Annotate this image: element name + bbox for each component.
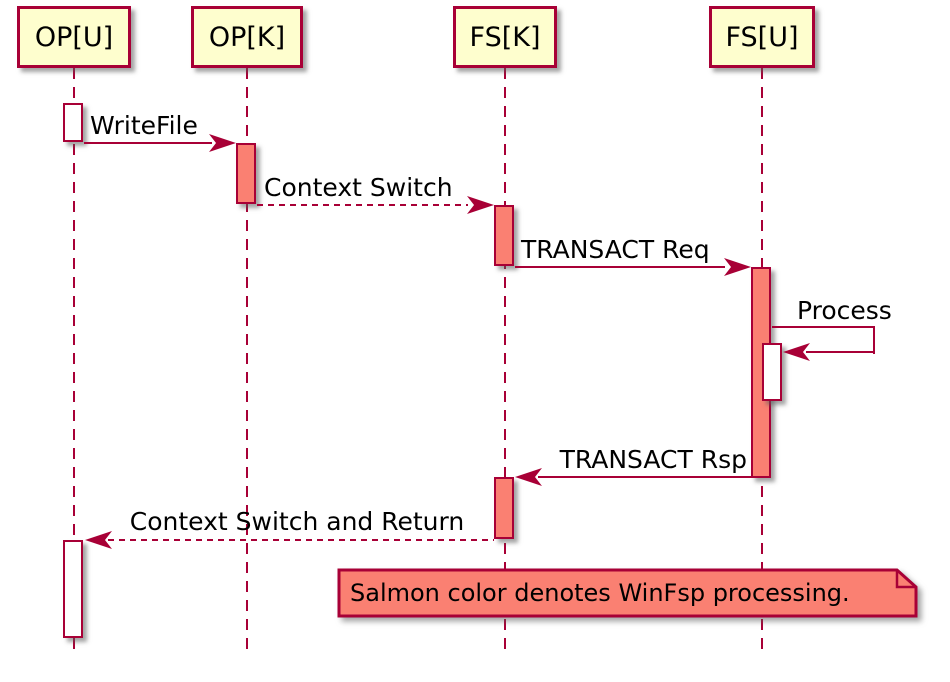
participant-op-k: OP[K] [191, 6, 303, 68]
message-process-line-top [772, 326, 875, 329]
participant-fs-k-label: FS[K] [469, 21, 541, 53]
message-context-switch-line [257, 204, 468, 207]
note-background-shape [337, 568, 918, 618]
message-process-line-side [873, 326, 876, 354]
participant-fs-u: FS[U] [709, 6, 815, 68]
message-writefile-label: WriteFile [90, 111, 198, 140]
participant-fs-k: FS[K] [453, 6, 557, 68]
note-text: Salmon color denotes WinFsp processing. [350, 579, 850, 607]
message-transact-rsp-label: TRANSACT Rsp [559, 445, 747, 474]
participant-op-k-label: OP[K] [208, 21, 286, 53]
message-context-switch-label: Context Switch [264, 173, 453, 202]
message-transact-req-label: TRANSACT Req [521, 235, 710, 264]
lifeline-fs-k [504, 68, 506, 652]
arrowhead-right-icon [209, 134, 236, 152]
arrowhead-right-icon [724, 258, 751, 276]
message-context-switch-return-line [108, 539, 494, 542]
message-process-label: Process [797, 296, 892, 325]
message-writefile-line [84, 142, 212, 145]
activation-op-u-1 [63, 103, 83, 142]
message-transact-rsp-line [538, 476, 751, 479]
message-context-switch-return-label: Context Switch and Return [129, 507, 465, 536]
activation-fs-k-2 [494, 477, 514, 539]
participant-fs-u-label: FS[U] [725, 21, 799, 53]
message-transact-req-line [515, 266, 725, 269]
activation-op-k [236, 143, 256, 204]
message-process-line-bottom [806, 351, 875, 354]
participant-op-u-label: OP[U] [34, 21, 114, 53]
arrowhead-right-icon [467, 196, 494, 214]
participant-op-u: OP[U] [17, 6, 131, 68]
activation-fs-k-1 [494, 205, 514, 266]
lifeline-op-u [73, 68, 75, 652]
note: Salmon color denotes WinFsp processing. [337, 568, 919, 618]
lifeline-op-k [246, 68, 248, 652]
activation-op-u-2 [63, 540, 83, 638]
activation-fs-u-nested [762, 343, 782, 401]
